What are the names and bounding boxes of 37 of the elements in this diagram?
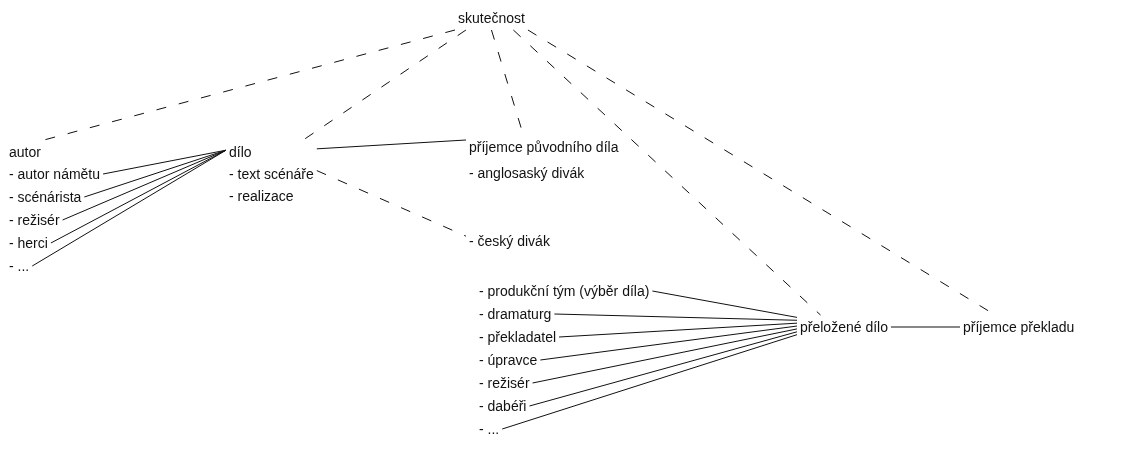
connector-line <box>83 149 227 198</box>
connector-line <box>651 290 798 318</box>
term-label: - překladatel <box>476 325 560 349</box>
heading-label: příjemce původního díla <box>469 138 620 157</box>
dashed-connector <box>302 29 467 141</box>
term-label: - produkční tým (výběr díla) <box>476 279 653 303</box>
term-label: - ... <box>476 417 503 441</box>
term-label: - dabéři <box>476 394 530 418</box>
term-label: - režisér <box>476 371 533 395</box>
term-label: - ... <box>6 254 33 278</box>
term-label: - režisér <box>6 208 63 232</box>
list-item-label: - anglosaský divák <box>469 164 586 183</box>
term-label: autor <box>6 140 44 164</box>
term-label: - scénárista <box>6 185 85 209</box>
heading-label: dílo <box>229 143 253 162</box>
term-label: - úpravce <box>476 348 541 372</box>
dashed-connector <box>512 29 821 316</box>
term-label: - český divák <box>466 229 553 253</box>
term-label: skutečnost <box>455 6 528 30</box>
connector-line <box>553 313 798 321</box>
list-item-label: - realizace <box>229 187 295 206</box>
dashed-connector <box>43 29 456 141</box>
connector-line <box>316 139 467 150</box>
connector-line <box>532 328 798 384</box>
term-label: přeložené dílo <box>797 315 891 339</box>
connector-line <box>890 326 961 328</box>
term-label: - autor námětu <box>6 162 104 186</box>
connector-line <box>539 325 798 361</box>
list-item-label: - text scénáře <box>229 165 314 184</box>
dashed-connector <box>316 170 467 237</box>
connector-line <box>501 334 798 430</box>
term-label: - dramaturg <box>476 302 555 326</box>
connector-line <box>31 149 227 267</box>
connector-line <box>528 331 798 407</box>
term-label: příjemce překladu <box>960 315 1078 339</box>
connector-line <box>558 322 798 338</box>
term-label: - herci <box>6 231 51 255</box>
